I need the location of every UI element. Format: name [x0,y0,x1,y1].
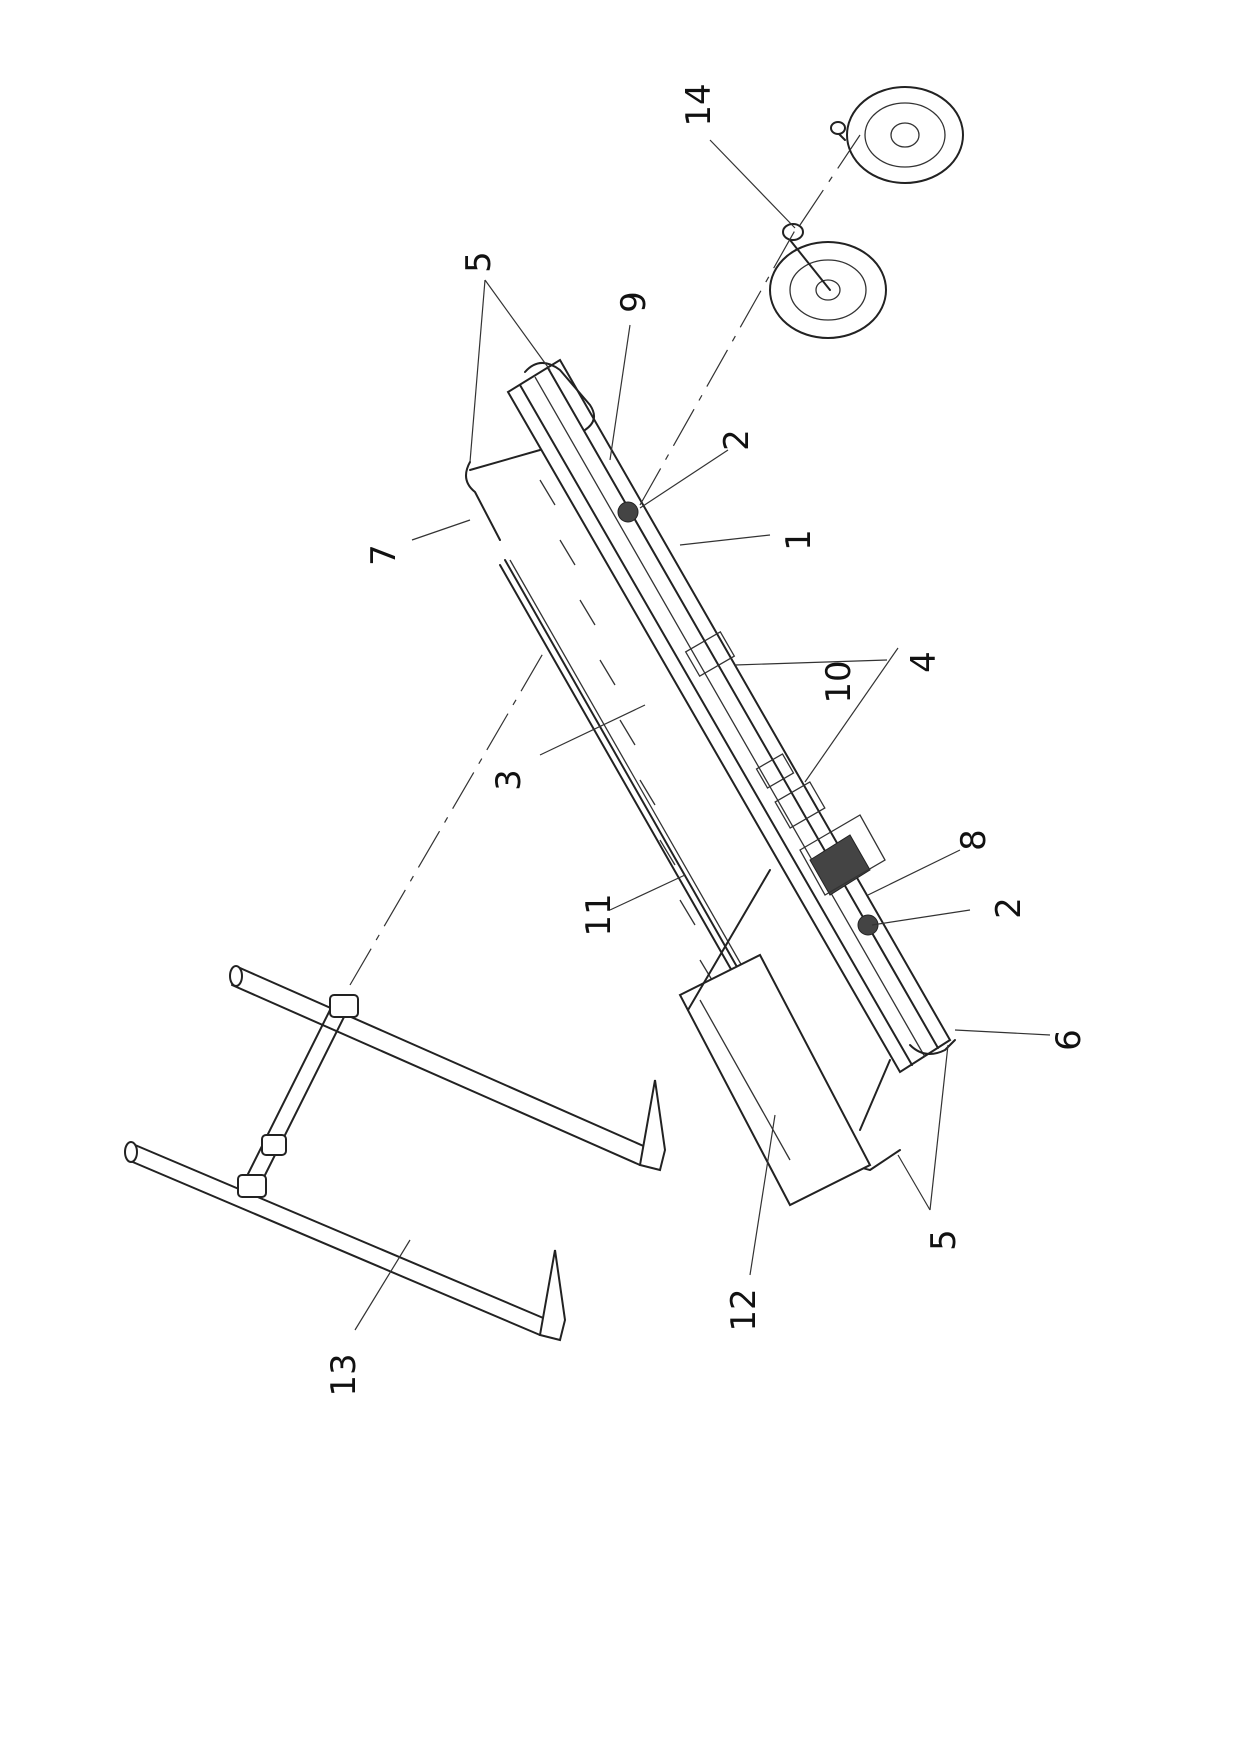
side-rail [499,559,751,986]
callout-labels: 1 2 2 3 4 5 5 6 7 8 9 10 11 12 13 14 [324,83,1089,1396]
callout-7: 7 [364,544,404,566]
callout-8: 8 [954,829,994,851]
callout-10: 10 [819,660,859,703]
deck-panel [469,449,831,1131]
axis-lines [349,134,861,986]
callout-2-front: 2 [717,429,757,451]
callout-5-bottom: 5 [924,1229,964,1251]
wheel-right [846,86,964,184]
callout-14: 14 [679,83,719,126]
callout-2-rear: 2 [989,897,1029,919]
mounting-block-rear [857,914,879,936]
callout-6: 6 [1049,1029,1089,1051]
main-frame [506,358,952,1074]
leader-lines [354,139,1051,1331]
callout-13: 13 [324,1353,364,1396]
plate [678,869,872,1207]
callout-12: 12 [724,1288,764,1331]
wheel-assembly [769,86,964,339]
control-panel [799,814,886,896]
callout-3: 3 [489,769,529,791]
callout-9: 9 [614,291,654,313]
callout-1: 1 [779,529,819,551]
mounting-block-front [617,501,639,523]
callout-5-top: 5 [459,251,499,273]
callout-4: 4 [904,651,944,673]
callout-11: 11 [579,893,619,936]
wheel-left [769,241,887,339]
stand [124,965,667,1342]
